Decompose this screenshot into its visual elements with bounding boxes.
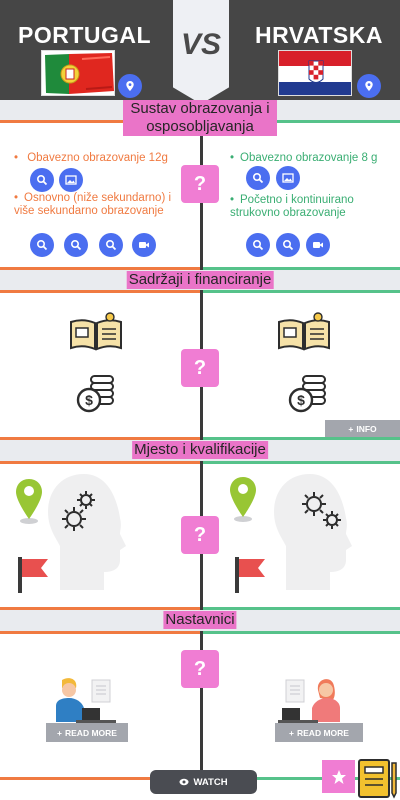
green-line bbox=[203, 461, 400, 464]
search-icon bbox=[70, 239, 82, 251]
teacher-icon bbox=[278, 679, 340, 723]
vs-label: VS bbox=[180, 28, 222, 61]
vs-banner bbox=[173, 0, 229, 104]
right-item-2: •Početno i kontinuirano strukovno obrazo… bbox=[230, 194, 354, 219]
question-button-location[interactable]: ? bbox=[181, 516, 219, 554]
coins-icon: $ bbox=[288, 375, 326, 413]
green-line bbox=[203, 267, 400, 270]
croatia-location-button[interactable] bbox=[357, 74, 381, 98]
orange-line bbox=[0, 267, 200, 270]
section-title-funding: Sadržaji i financiranje bbox=[126, 271, 274, 289]
section-title-education-text: Sustav obrazovanja i osposobljavanja bbox=[130, 100, 270, 135]
flag-icon bbox=[18, 557, 48, 593]
watch-button[interactable]: WATCH bbox=[150, 770, 257, 794]
plus-icon: + bbox=[348, 423, 354, 434]
flag-icon bbox=[235, 557, 265, 593]
right-image-button[interactable] bbox=[276, 166, 300, 190]
left-country-title: PORTUGAL bbox=[18, 22, 152, 48]
orange-line bbox=[0, 120, 200, 123]
orange-line bbox=[0, 437, 200, 440]
plus-icon: + bbox=[289, 727, 294, 738]
right-country-title: HRVATSKA bbox=[255, 22, 383, 48]
orange-line bbox=[0, 290, 200, 293]
center-divider bbox=[200, 100, 203, 770]
left-search-button-2[interactable] bbox=[30, 233, 54, 257]
image-icon bbox=[282, 173, 294, 183]
green-line bbox=[203, 631, 400, 634]
map-pin-icon bbox=[16, 479, 42, 524]
star-button[interactable] bbox=[322, 760, 355, 793]
croatia-flag bbox=[278, 50, 352, 96]
green-line bbox=[203, 437, 400, 440]
head-gears-icon bbox=[48, 474, 126, 590]
orange-line bbox=[0, 631, 200, 634]
svg-text:$: $ bbox=[297, 392, 305, 408]
location-pin-icon bbox=[126, 81, 134, 91]
read-more-label: READ MORE bbox=[65, 727, 117, 738]
section-title-location: Mjesto i kvalifikacije bbox=[132, 441, 268, 459]
search-icon bbox=[282, 239, 294, 251]
green-line bbox=[203, 290, 400, 293]
book-icon bbox=[70, 312, 122, 351]
green-line bbox=[203, 607, 400, 610]
watch-label: WATCH bbox=[193, 776, 228, 788]
eye-icon bbox=[179, 778, 189, 786]
info-button[interactable]: + INFO bbox=[325, 420, 400, 437]
question-button-education[interactable]: ? bbox=[181, 165, 219, 203]
question-button-funding[interactable]: ? bbox=[181, 349, 219, 387]
green-line bbox=[203, 120, 400, 123]
left-item-2: •Osnovno (niže sekundarno) i više sekund… bbox=[14, 192, 172, 217]
portugal-flag bbox=[41, 50, 115, 96]
book-icon bbox=[278, 312, 330, 351]
left-search-button-4[interactable] bbox=[99, 233, 123, 257]
orange-line bbox=[0, 607, 200, 610]
star-icon bbox=[331, 769, 346, 784]
info-button-label: INFO bbox=[356, 423, 377, 434]
orange-line bbox=[0, 777, 150, 780]
search-icon bbox=[252, 172, 264, 184]
teacher-icon bbox=[56, 678, 116, 723]
section-title-teachers: Nastavnici bbox=[163, 611, 237, 629]
question-button-teachers[interactable]: ? bbox=[181, 650, 219, 688]
image-icon bbox=[65, 175, 77, 185]
right-search-button-3[interactable] bbox=[276, 233, 300, 257]
video-icon bbox=[313, 242, 323, 248]
notebook-icon bbox=[358, 759, 397, 799]
search-icon bbox=[36, 239, 48, 251]
coins-icon: $ bbox=[76, 375, 114, 413]
orange-line bbox=[0, 461, 200, 464]
video-icon bbox=[139, 242, 149, 248]
svg-text:$: $ bbox=[85, 392, 93, 408]
right-search-button-2[interactable] bbox=[246, 233, 270, 257]
right-item-2-text: Početno i kontinuirano strukovno obrazov… bbox=[230, 194, 354, 219]
search-icon bbox=[252, 239, 264, 251]
right-search-button[interactable] bbox=[246, 166, 270, 190]
left-image-button[interactable] bbox=[59, 168, 83, 192]
portugal-location-button[interactable] bbox=[118, 74, 142, 98]
search-icon bbox=[105, 239, 117, 251]
left-search-button-3[interactable] bbox=[64, 233, 88, 257]
read-more-button-left[interactable]: + READ MORE bbox=[46, 723, 128, 742]
head-gears-icon bbox=[274, 474, 352, 590]
search-icon bbox=[36, 174, 48, 186]
left-video-button[interactable] bbox=[132, 233, 156, 257]
map-pin-icon bbox=[230, 477, 256, 522]
right-item-1-text: Obavezno obrazovanje 8 g bbox=[240, 152, 378, 164]
left-item-1-text: Obavezno obrazovanje 12g bbox=[27, 152, 168, 164]
read-more-label: READ MORE bbox=[297, 727, 349, 738]
right-item-1: •Obavezno obrazovanje 8 g bbox=[230, 152, 378, 164]
left-item-2-text: Osnovno (niže sekundarno) i više sekunda… bbox=[14, 192, 172, 217]
left-search-button[interactable] bbox=[30, 168, 54, 192]
section-title-education: Sustav obrazovanja i osposobljavanja bbox=[123, 100, 277, 136]
plus-icon: + bbox=[57, 727, 62, 738]
left-item-1: • Obavezno obrazovanje 12g bbox=[14, 152, 168, 164]
read-more-button-right[interactable]: + READ MORE bbox=[275, 723, 363, 742]
right-video-button[interactable] bbox=[306, 233, 330, 257]
location-pin-icon bbox=[365, 81, 373, 91]
